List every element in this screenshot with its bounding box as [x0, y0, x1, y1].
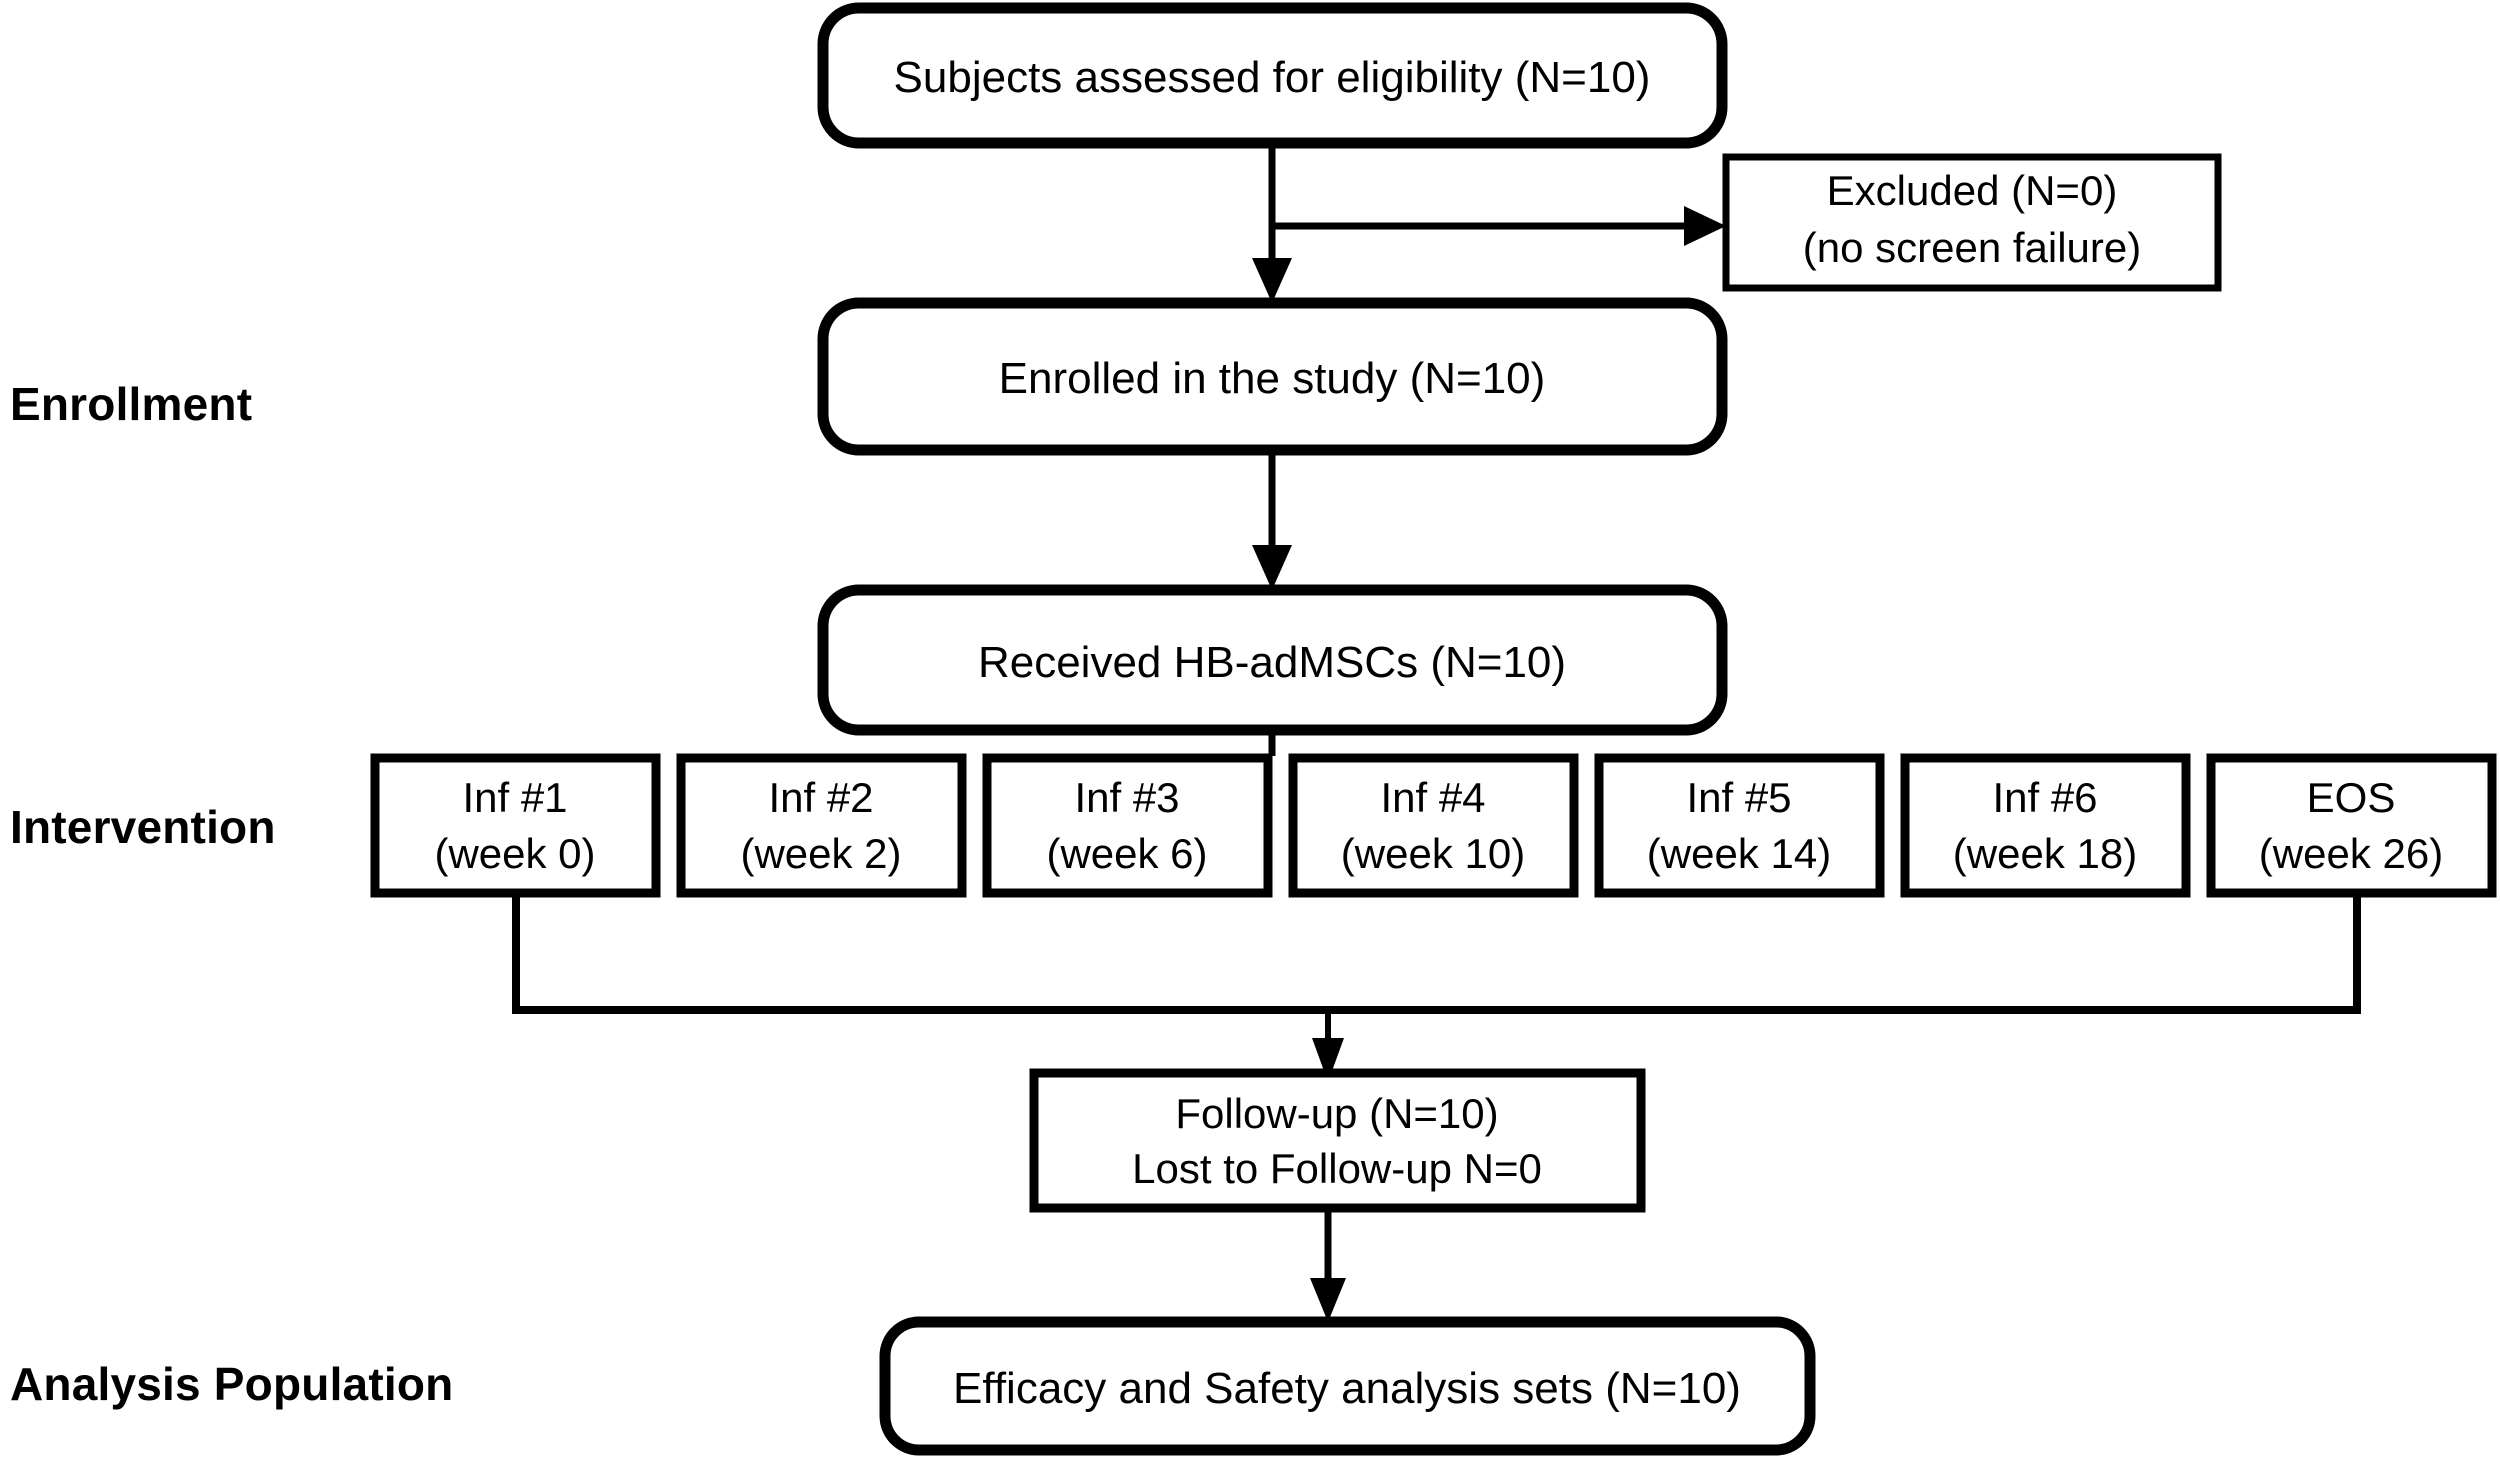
- connector-enrolled-to-received: [1252, 450, 1292, 590]
- intervention-box-5: Inf #5 (week 14): [1594, 753, 1885, 898]
- intervention-box-7-timepoint: (week 26): [2259, 830, 2443, 877]
- connector-bracket-to-followup: [1312, 1010, 1344, 1082]
- connector-eligibility-to-excluded: [1272, 206, 1726, 246]
- node-eligibility: Subjects assessed for eligibility (N=10): [817, 2, 1728, 149]
- node-excluded-line2: (no screen failure): [1803, 224, 2141, 271]
- stage-label-enrollment: Enrollment: [10, 378, 252, 430]
- node-followup-line2: Lost to Follow-up N=0: [1132, 1145, 1542, 1192]
- intervention-box-6-timepoint: (week 18): [1953, 830, 2137, 877]
- node-excluded: Excluded (N=0) (no screen failure): [1722, 153, 2222, 292]
- intervention-box-2-timepoint: (week 2): [740, 830, 901, 877]
- node-excluded-line1: Excluded (N=0): [1827, 167, 2118, 214]
- node-followup: Follow-up (N=10) Lost to Follow-up N=0: [1029, 1068, 1646, 1213]
- intervention-box-3-name: Inf #3: [1074, 774, 1179, 821]
- stage-label-intervention: Intervention: [10, 801, 276, 853]
- intervention-box-6: Inf #6 (week 18): [1900, 753, 2191, 898]
- intervention-box-7: EOS (week 26): [2206, 753, 2497, 898]
- connector-followup-to-analysis: [1310, 1208, 1346, 1322]
- intervention-box-7-name: EOS: [2307, 774, 2396, 821]
- node-enrolled-label: Enrolled in the study (N=10): [999, 354, 1546, 403]
- connector-intervention-bracket: [512, 893, 2361, 1014]
- intervention-box-3-timepoint: (week 6): [1046, 830, 1207, 877]
- node-analysis-sets-label: Efficacy and Safety analysis sets (N=10): [953, 1364, 1741, 1413]
- intervention-box-4: Inf #4 (week 10): [1288, 753, 1579, 898]
- stage-label-analysis-population: Analysis Population: [10, 1358, 453, 1410]
- node-enrolled: Enrolled in the study (N=10): [817, 297, 1728, 456]
- node-followup-line1: Follow-up (N=10): [1175, 1090, 1498, 1137]
- node-analysis-sets: Efficacy and Safety analysis sets (N=10): [879, 1316, 1816, 1456]
- intervention-box-5-timepoint: (week 14): [1647, 830, 1831, 877]
- intervention-box-2: Inf #2 (week 2): [676, 753, 967, 898]
- node-eligibility-label: Subjects assessed for eligibility (N=10): [894, 53, 1651, 102]
- intervention-box-4-timepoint: (week 10): [1341, 830, 1525, 877]
- node-received: Received HB-adMSCs (N=10): [817, 584, 1728, 736]
- intervention-box-4-name: Inf #4: [1380, 774, 1485, 821]
- intervention-box-2-name: Inf #2: [768, 774, 873, 821]
- connector-eligibility-to-enrolled: [1252, 143, 1292, 303]
- intervention-box-5-name: Inf #5: [1686, 774, 1791, 821]
- intervention-box-3: Inf #3 (week 6): [982, 753, 1273, 898]
- intervention-box-1: Inf #1 (week 0): [370, 753, 661, 898]
- intervention-box-1-timepoint: (week 0): [434, 830, 595, 877]
- node-received-label: Received HB-adMSCs (N=10): [978, 638, 1566, 687]
- intervention-row: Inf #1 (week 0) Inf #2 (week 2) Inf #3 (…: [370, 753, 2497, 898]
- intervention-box-6-name: Inf #6: [1992, 774, 2097, 821]
- intervention-box-1-name: Inf #1: [462, 774, 567, 821]
